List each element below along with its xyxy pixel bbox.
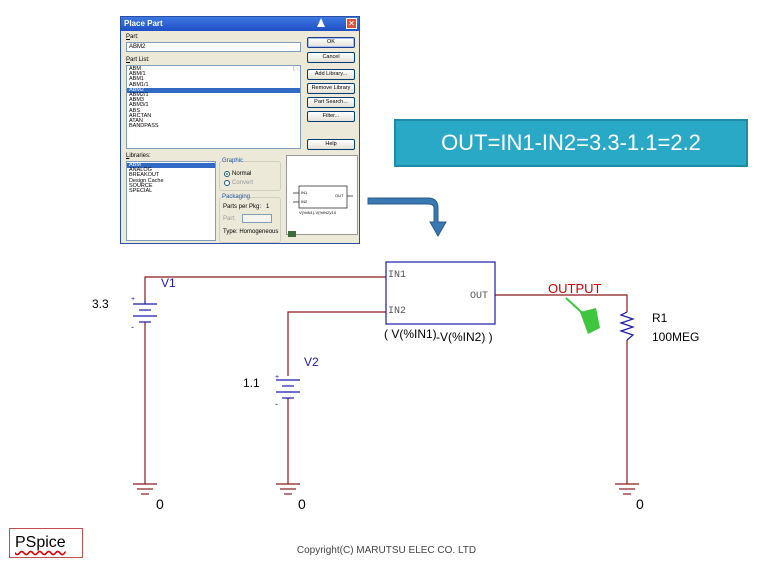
v1-name: V1 [161, 276, 176, 290]
preview-out: OUT [335, 193, 344, 198]
v1-minus-sign: - [131, 322, 134, 332]
ground-icon [276, 483, 300, 495]
ground-icon [133, 483, 157, 495]
library-item[interactable]: Design Cache [129, 177, 164, 184]
voltage-probe-icon [565, 297, 600, 334]
graphic-convert-label: Convert [232, 180, 254, 186]
part-list-item[interactable]: ABM2/1 [129, 91, 149, 98]
cancel-button[interactable]: Cancel [307, 52, 355, 63]
ground-icon [615, 483, 639, 495]
block-in2-label: IN2 [388, 306, 407, 317]
ground-symbols [133, 483, 639, 495]
ground-label-v2: 0 [298, 496, 306, 512]
dialog-title: Place Part [121, 17, 359, 31]
ground-label-r1: 0 [636, 496, 644, 512]
part-search-button[interactable]: Part Search... [307, 97, 355, 108]
part-list-item[interactable]: ABM1 [129, 76, 144, 83]
part-list-item[interactable]: ABM/1 [129, 71, 146, 78]
libraries-label: Libraries: [126, 153, 151, 159]
graphic-normal-label: Normal [232, 171, 252, 177]
parts-per-pkg-value: 1 [266, 204, 270, 210]
block-out-label: OUT [470, 291, 489, 302]
add-library-button[interactable]: Add Library... [307, 69, 355, 80]
preview-graphic: IN1 IN2 OUT V(%IN1)-V(%IN2)/10 [293, 185, 353, 215]
part-list-item[interactable]: ABM2 [127, 87, 300, 93]
part-label: Part: [126, 34, 139, 40]
part-list-item[interactable]: ABM1/1 [129, 81, 149, 88]
mouse-cursor-icon [317, 18, 325, 27]
v2-value: 1.1 [243, 376, 260, 390]
part-list-item[interactable]: ABM3/1 [129, 102, 149, 109]
type-label: Type: Homogeneous [223, 229, 279, 235]
net-label-output: OUTPUT [548, 281, 602, 296]
part-list-scrollbar[interactable] [293, 66, 300, 72]
formula-banner: OUT=IN1-IN2=3.3-1.1=2.2 [394, 119, 748, 167]
copyright-footer: Copyright(C) MARUTSU ELEC CO. LTD [296, 545, 477, 556]
help-button[interactable]: Help [307, 139, 355, 150]
library-item[interactable]: SOURCE [129, 182, 153, 189]
part-list-item[interactable]: ABS [129, 107, 141, 114]
ok-button[interactable]: OK [307, 37, 355, 48]
v2-plus-sign: + [275, 374, 279, 381]
parts-per-pkg-label: Parts per Pkg: [223, 204, 262, 210]
packaging-group: Packaging Parts per Pkg: 1 Part: Type: H… [219, 194, 281, 243]
v2-name: V2 [304, 355, 319, 369]
graphic-label: Graphic [222, 158, 244, 164]
preview-expression: V(%IN1)-V(%IN2)/10 [299, 210, 337, 215]
ground-label-v1: 0 [156, 496, 164, 512]
part-input-value: ABM2 [129, 44, 146, 50]
probe-label: V [605, 319, 612, 329]
close-icon[interactable]: ✕ [346, 18, 357, 29]
pspice-label: PSpice [15, 534, 66, 551]
part-select-label: Part: [223, 216, 236, 222]
remove-library-button[interactable]: Remove Library [307, 83, 355, 94]
block-in1-label: IN1 [388, 270, 407, 281]
block-expression-b: -V(%IN2) ) [436, 330, 493, 344]
part-list-item[interactable]: ATAN [129, 117, 143, 124]
pspice-badge: PSpice [9, 528, 83, 558]
part-list-label: Part List: [126, 57, 150, 63]
part-list-item[interactable]: ABM [129, 66, 141, 72]
packaging-label: Packaging [222, 194, 251, 200]
graphic-convert-radio[interactable] [224, 180, 230, 186]
chip-icon [288, 231, 296, 237]
library-item[interactable]: ABM [127, 162, 215, 169]
wires [144, 276, 628, 484]
part-input[interactable]: ABM2 [126, 42, 301, 52]
part-preview: IN1 IN2 OUT V(%IN1)-V(%IN2)/10 [286, 155, 358, 235]
block-expression-a: ( V(%IN1) [384, 327, 437, 341]
abm-block [385, 261, 496, 325]
preview-in1: IN1 [301, 190, 308, 195]
v1-value: 3.3 [92, 297, 109, 311]
library-item[interactable]: ANALOG [129, 167, 152, 174]
part-list-item[interactable]: ARCTAN [129, 112, 152, 119]
library-item[interactable]: BREAKOUT [129, 172, 160, 179]
battery-v2 [276, 379, 300, 399]
down-arrow-icon [367, 197, 447, 238]
wire-v2-in2 [287, 311, 386, 376]
v1-plus-sign: + [131, 296, 135, 303]
wire-v1-in1 [144, 276, 386, 300]
part-select[interactable] [242, 214, 272, 223]
v2-minus-sign: - [275, 399, 278, 409]
resistor-r1 [619, 311, 635, 341]
battery-v1 [133, 300, 157, 323]
graphic-normal-radio[interactable] [224, 171, 230, 177]
r1-name: R1 [652, 311, 668, 325]
wire-out-r1 [495, 294, 628, 312]
part-list-item[interactable]: ABM3 [129, 97, 144, 104]
filter-button[interactable]: Filter... [307, 111, 355, 122]
r1-value: 100MEG [652, 330, 700, 344]
library-item[interactable]: SPECIAL [129, 187, 153, 194]
part-list-item[interactable]: BANDPASS [129, 123, 159, 130]
graphic-group: Graphic Normal Convert [219, 158, 281, 191]
preview-in2: IN2 [301, 199, 308, 204]
